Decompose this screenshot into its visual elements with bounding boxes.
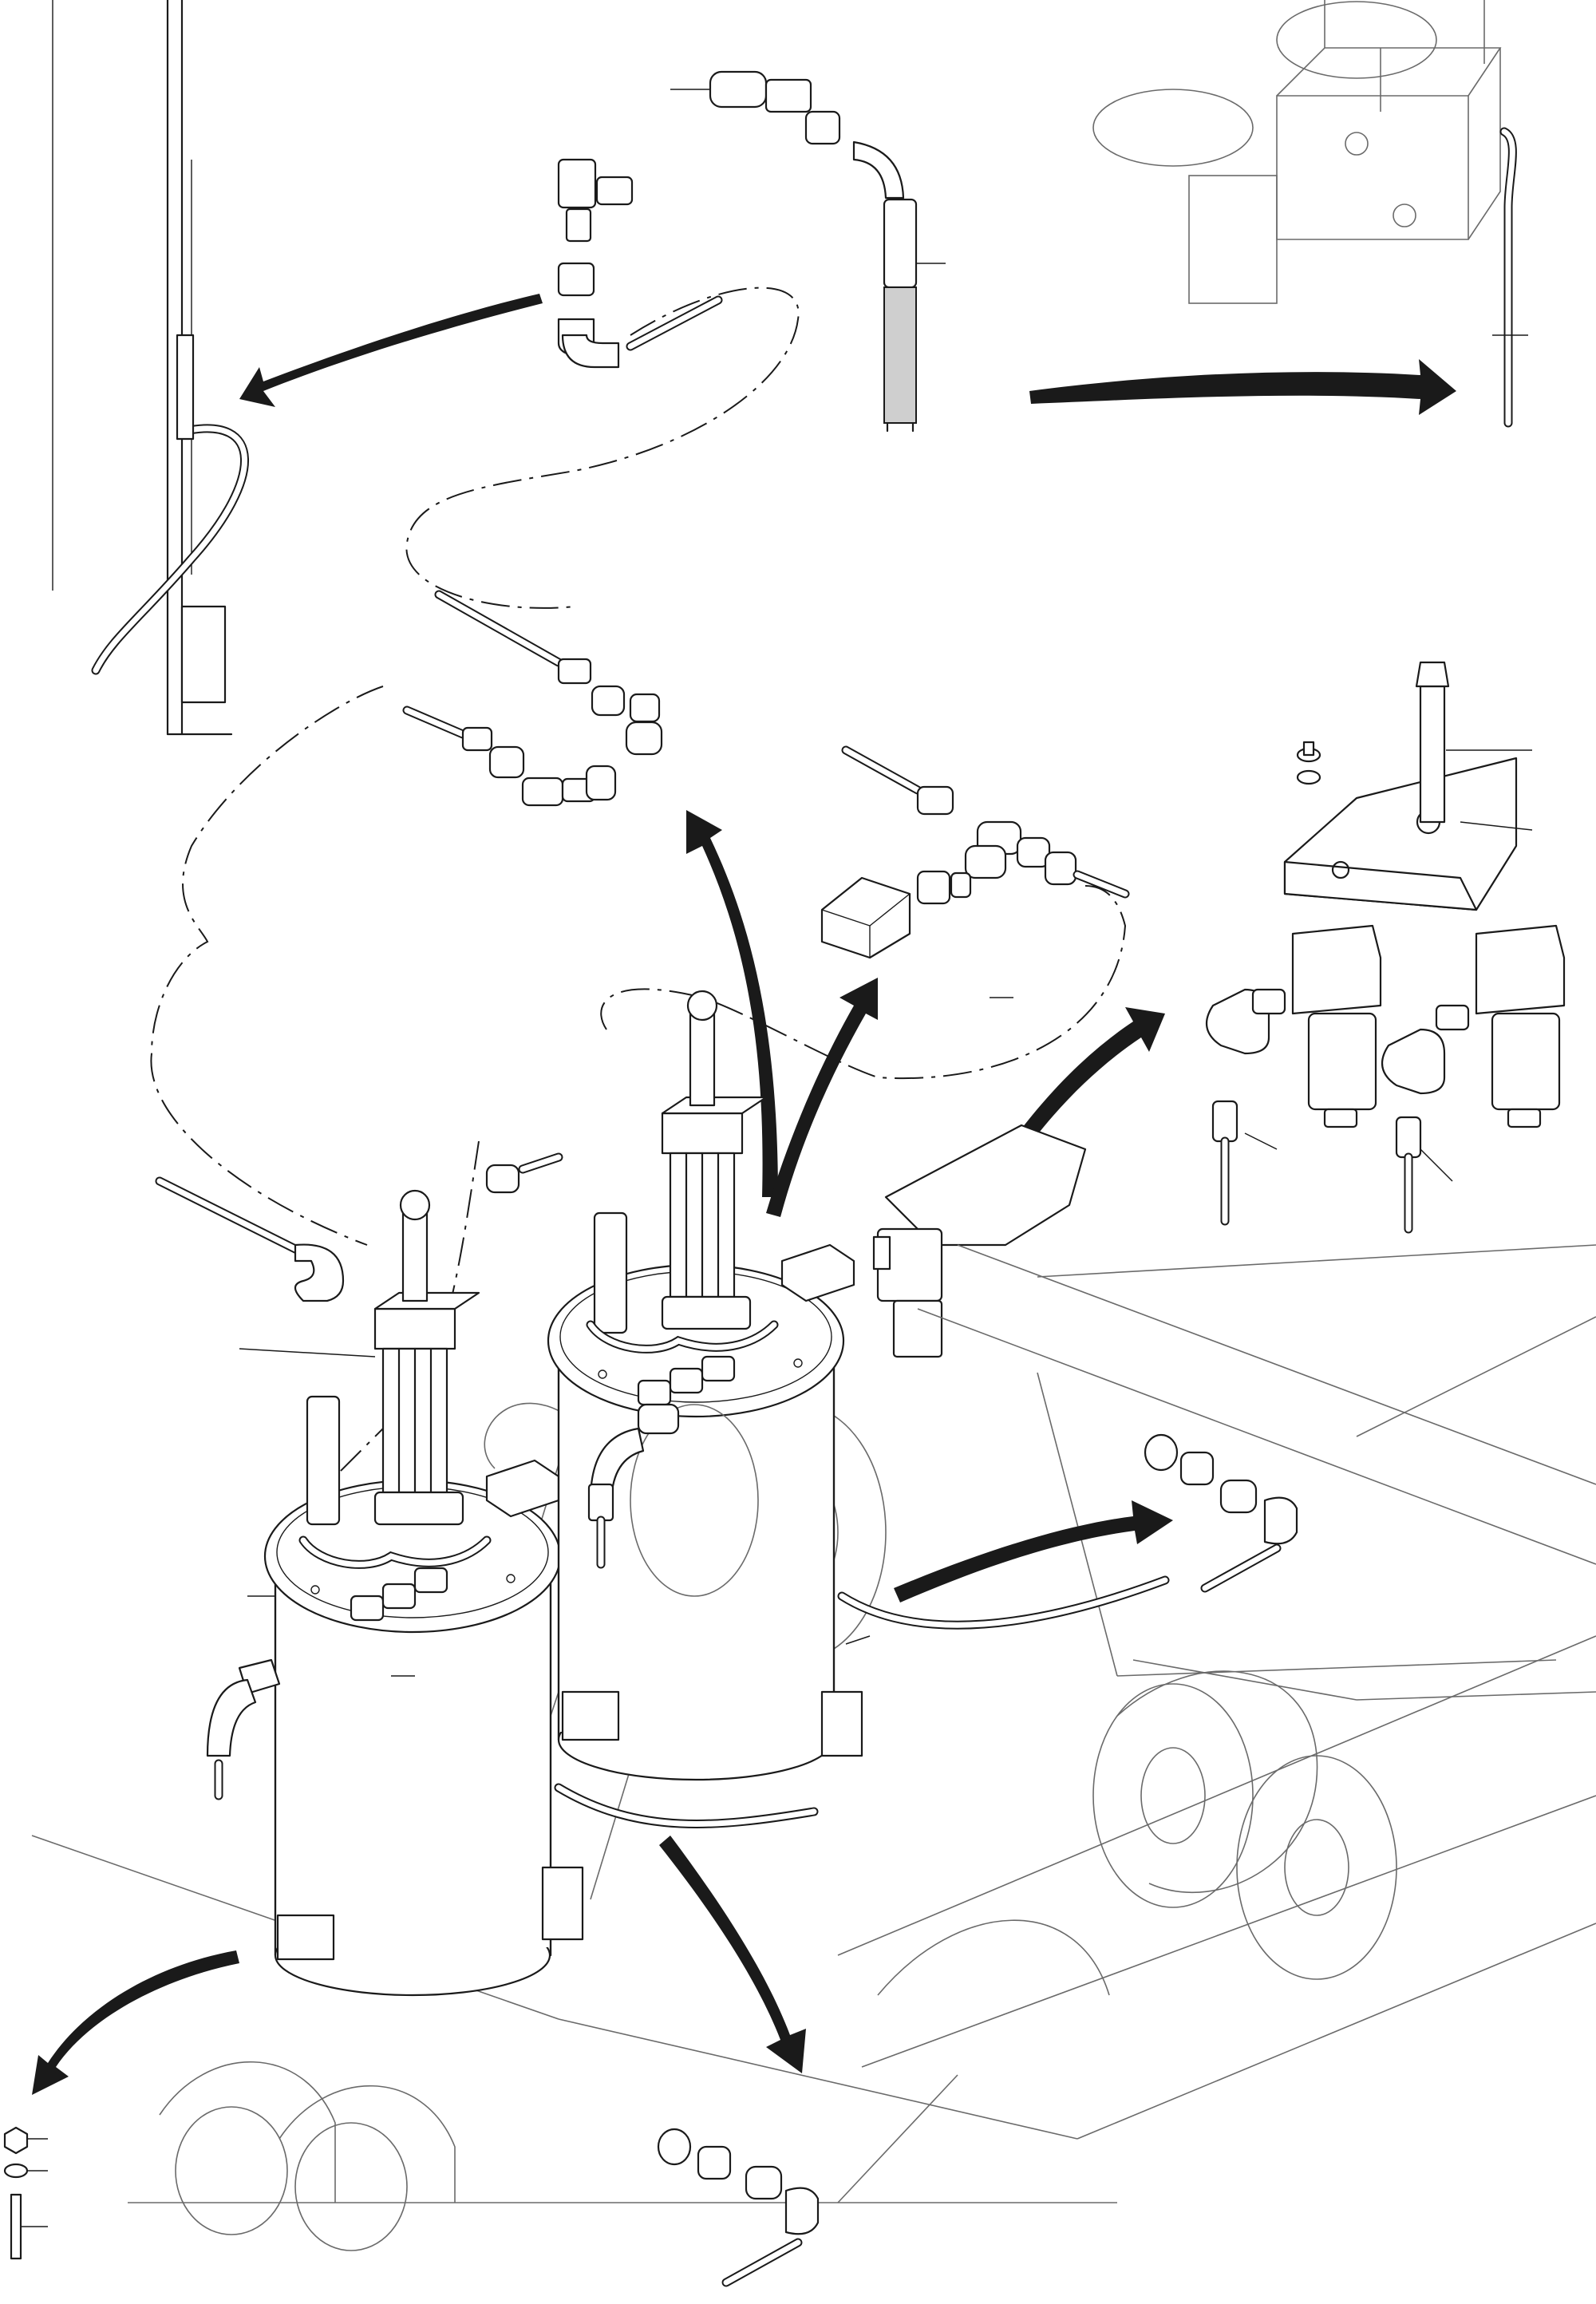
arrow-icon <box>659 1836 806 2073</box>
arrow-icon <box>239 294 543 407</box>
elbow-fitting-icon <box>206 1658 281 1800</box>
frame-post-left <box>52 0 233 736</box>
accumulator-icon <box>263 1189 584 1997</box>
filter-icon <box>1205 924 1382 1226</box>
arrow-icon <box>32 1950 239 2095</box>
tee-fitting-icon <box>557 158 634 357</box>
braided-hose-top <box>709 70 918 433</box>
hose-assembly-icon <box>91 334 249 675</box>
hose-assembly-icon <box>841 745 1130 899</box>
fastener-set <box>3 2126 29 2260</box>
routing-outline-right <box>600 885 1127 1079</box>
hose-assembly-icon <box>155 1176 345 1302</box>
fitting-group-right <box>1144 1433 1298 1593</box>
routing-outline-upper <box>405 287 800 609</box>
filter-icon <box>1381 924 1566 1234</box>
arrow-icon <box>686 810 778 1197</box>
hose-assembly-icon <box>485 1152 563 1194</box>
tee-fitting-icon <box>521 765 617 807</box>
hose-assembly-icon <box>434 590 663 756</box>
routing-outline-middle <box>150 686 384 1246</box>
elbow-fitting-icon <box>561 295 723 369</box>
filter-bracket <box>1283 661 1518 911</box>
sensor-block <box>820 870 972 959</box>
valve-block-icon <box>1092 0 1502 304</box>
arrow-icon <box>766 978 878 1217</box>
hose-assembly-icon <box>402 705 525 779</box>
valve-block-icon <box>872 1124 1087 1358</box>
accumulator-icon <box>547 990 863 1781</box>
arrow-icon <box>1029 359 1456 415</box>
fitting-group-bottom <box>657 2128 820 2287</box>
elbow-fitting-icon <box>587 1403 680 1569</box>
arrow-icon <box>894 1500 1173 1603</box>
